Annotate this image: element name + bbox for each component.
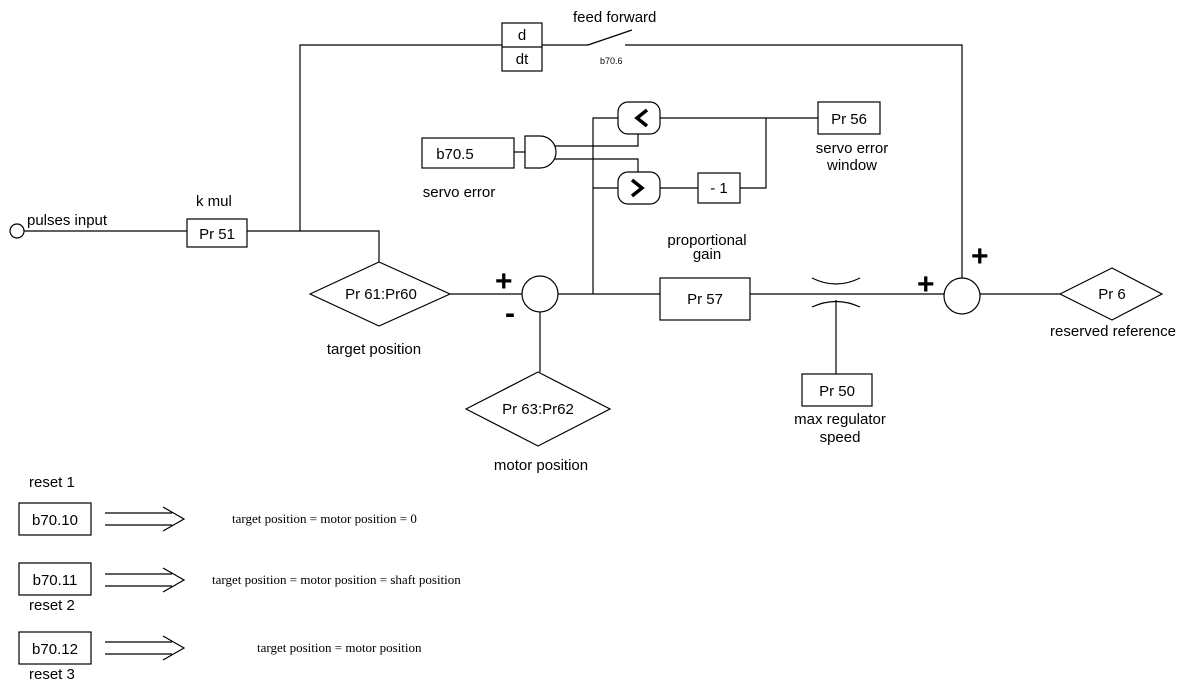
reserved-reference-diamond bbox=[1058, 267, 1164, 321]
servo-error-label: servo error bbox=[423, 184, 496, 201]
reset-row-3: b70.12 reset 3 target position = motor p… bbox=[18, 631, 422, 683]
motor-position-param: Pr 63:Pr62 bbox=[502, 401, 574, 418]
reset-1-text: target position = motor position = 0 bbox=[232, 511, 417, 526]
derivative-top-label: d bbox=[518, 27, 526, 44]
max-speed-label-line2: speed bbox=[820, 429, 861, 446]
reset-2-bit: b70.11 bbox=[33, 572, 78, 589]
motor-position-label: motor position bbox=[494, 457, 588, 474]
max-speed-block bbox=[801, 373, 873, 407]
reset-row-1: reset 1 b70.10 target position = motor p… bbox=[18, 474, 417, 536]
summer2-plus-left-sign: + bbox=[917, 268, 935, 301]
max-speed-label-line1: max regulator bbox=[794, 411, 886, 428]
reset-2-text: target position = motor position = shaft… bbox=[212, 572, 461, 587]
reset-3-arrow-icon bbox=[105, 635, 186, 661]
feed-forward-switch bbox=[587, 29, 633, 46]
proportional-gain-block bbox=[659, 277, 751, 321]
reset-1-bit: b70.10 bbox=[32, 512, 78, 529]
reset-2-label: reset 2 bbox=[29, 597, 75, 614]
servo-window-block bbox=[817, 101, 881, 135]
target-position-label: target position bbox=[327, 341, 421, 358]
negate-block bbox=[697, 172, 741, 204]
reserved-reference-param: Pr 6 bbox=[1098, 286, 1126, 303]
summer1-minus-sign: - bbox=[505, 297, 515, 330]
reset-1-arrow-icon bbox=[105, 506, 186, 532]
greater-than-comparator bbox=[617, 171, 661, 205]
servo-error-bit-block bbox=[421, 137, 515, 169]
pulses-input-label: pulses input bbox=[27, 212, 108, 229]
feed-forward-label: feed forward bbox=[573, 9, 656, 26]
reset-1-label: reset 1 bbox=[29, 474, 75, 491]
error-tap-line bbox=[592, 117, 618, 294]
feed-forward-line bbox=[299, 44, 502, 231]
reset-3-bit-block bbox=[18, 631, 92, 665]
proportional-gain-param: Pr 57 bbox=[687, 291, 723, 308]
reserved-reference-label: reserved reference bbox=[1050, 323, 1176, 340]
k-mul-block bbox=[186, 218, 248, 248]
reset-3-text: target position = motor position bbox=[257, 640, 422, 655]
and-gate bbox=[524, 135, 557, 169]
target-position-param: Pr 61:Pr60 bbox=[345, 286, 417, 303]
k-mul-label: k mul bbox=[196, 193, 232, 210]
feed-forward-switch-bit: b70.6 bbox=[600, 56, 623, 66]
derivative-bottom-label: dt bbox=[516, 51, 529, 68]
motor-position-diamond bbox=[464, 371, 612, 447]
reset-1-bit-block bbox=[18, 502, 92, 536]
position-error-summer bbox=[521, 275, 559, 313]
gain-label-line2: gain bbox=[693, 246, 721, 263]
gain-label-line1: proportional bbox=[667, 232, 746, 249]
reset-3-bit: b70.12 bbox=[32, 641, 78, 658]
speed-limiter-upper bbox=[811, 277, 861, 285]
summer2-plus-top-sign: + bbox=[971, 240, 989, 273]
servo-window-param: Pr 56 bbox=[831, 111, 867, 128]
reset-2-arrow-icon bbox=[105, 567, 186, 593]
reset-2-bit-block bbox=[18, 562, 92, 596]
less-than-icon bbox=[634, 108, 649, 128]
pulses-input-terminal bbox=[9, 223, 25, 239]
k-mul-param: Pr 51 bbox=[199, 226, 235, 243]
reset-3-label: reset 3 bbox=[29, 666, 75, 683]
max-speed-param: Pr 50 bbox=[819, 383, 855, 400]
servo-window-label-line1: servo error bbox=[816, 140, 889, 157]
output-summer bbox=[943, 277, 981, 315]
greater-than-icon bbox=[630, 178, 645, 198]
reset-row-2: b70.11 reset 2 target position = motor p… bbox=[18, 562, 461, 614]
servo-error-bit: b70.5 bbox=[436, 146, 474, 163]
summer1-plus-sign: + bbox=[495, 265, 513, 298]
negate-label: - 1 bbox=[710, 180, 728, 197]
servo-window-label-line2: window bbox=[826, 157, 877, 174]
